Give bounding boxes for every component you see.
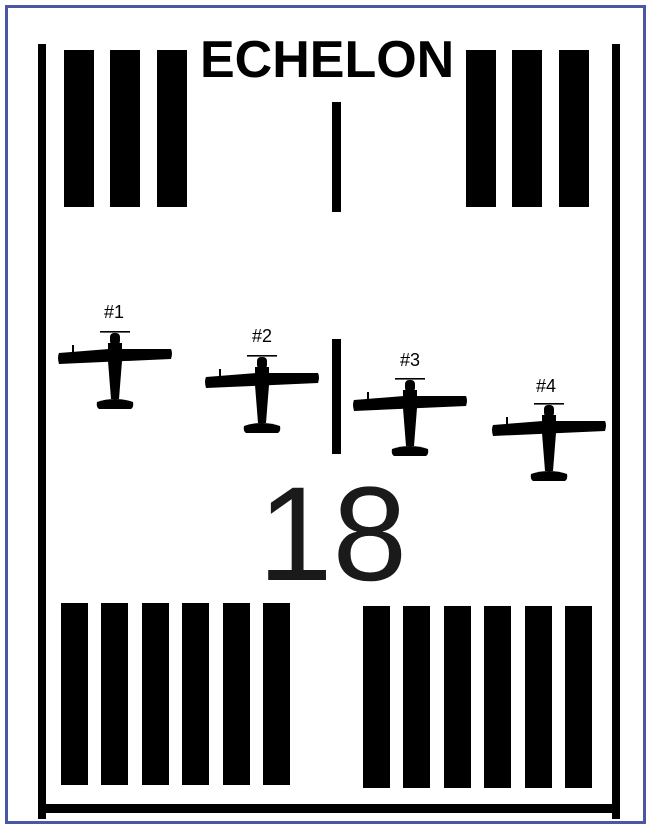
runway-left-edge-line <box>38 44 46 819</box>
airplane-icon <box>353 378 467 456</box>
aircraft-label-3: #3 <box>400 350 420 370</box>
top-left-threshold-bars <box>64 50 187 207</box>
threshold-bar <box>101 603 128 785</box>
threshold-bar <box>565 606 592 788</box>
aircraft-label-4: #4 <box>536 376 556 396</box>
threshold-bar <box>484 606 511 788</box>
threshold-bar <box>182 603 209 785</box>
airplane-icon <box>58 331 172 409</box>
threshold-bar <box>512 50 542 207</box>
runway-right-edge-line <box>612 44 620 819</box>
threshold-bar <box>263 603 290 785</box>
threshold-bar <box>110 50 140 207</box>
airplane-icon <box>492 403 606 481</box>
threshold-bar <box>142 603 169 785</box>
threshold-bar <box>157 50 187 207</box>
threshold-bar <box>466 50 496 207</box>
threshold-bar <box>444 606 471 788</box>
aircraft-label-1: #1 <box>104 302 124 322</box>
aircraft-4 <box>492 403 606 481</box>
threshold-bar <box>525 606 552 788</box>
aircraft-2 <box>205 355 319 433</box>
bottom-right-threshold-bars <box>363 606 592 788</box>
aircraft-1 <box>58 331 172 409</box>
aircraft-3 <box>353 378 467 456</box>
threshold-bar <box>363 606 390 788</box>
threshold-bar <box>64 50 94 207</box>
top-right-threshold-bars <box>466 50 589 207</box>
centerline-stripe <box>332 102 341 212</box>
aircraft-label-2: #2 <box>252 326 272 346</box>
runway-end-line <box>38 804 620 813</box>
runway-number: 18 <box>258 468 407 602</box>
bottom-left-threshold-bars <box>61 603 290 785</box>
airplane-icon <box>205 355 319 433</box>
threshold-bar <box>61 603 88 785</box>
threshold-bar <box>559 50 589 207</box>
centerline-stripe <box>332 339 341 454</box>
threshold-bar <box>403 606 430 788</box>
formation-title: ECHELON <box>200 30 454 90</box>
threshold-bar <box>223 603 250 785</box>
